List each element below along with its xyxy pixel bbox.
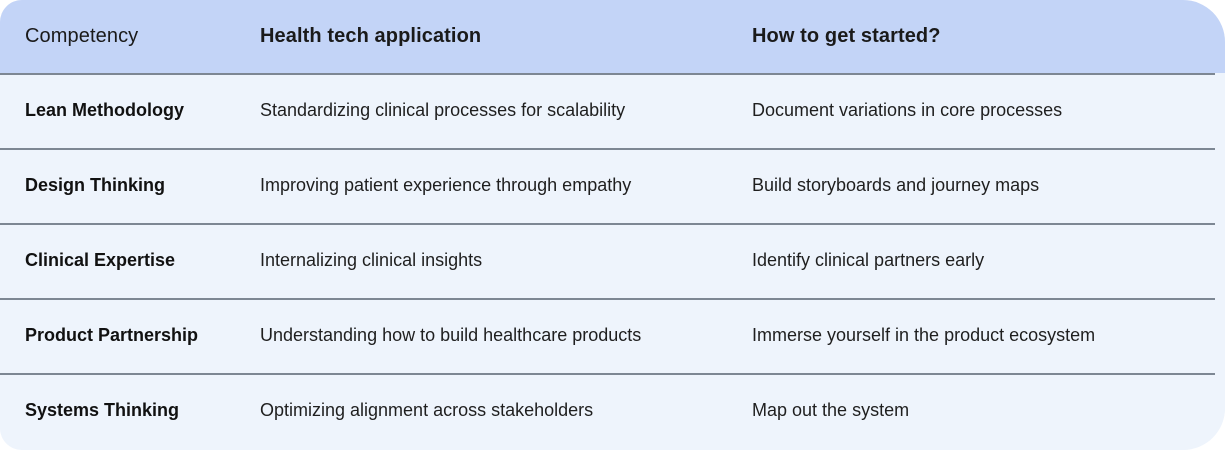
- competency-label: Lean Methodology: [25, 100, 184, 120]
- application-text: Internalizing clinical insights: [260, 250, 483, 270]
- table-cell-get-started: Document variations in core processes: [752, 100, 1225, 121]
- competency-label: Systems Thinking: [25, 400, 180, 420]
- table-cell-get-started: Build storyboards and journey maps: [752, 175, 1225, 196]
- table-cell-competency: Product Partnership: [0, 325, 260, 346]
- table-cell-application: Improving patient experience through emp…: [260, 175, 752, 196]
- table-header-label-get-started: How to get started?: [752, 25, 941, 47]
- table-header-cell-competency: Competency: [0, 25, 260, 48]
- application-text: Standardizing clinical processes for sca…: [260, 100, 626, 120]
- competency-label: Clinical Expertise: [25, 250, 176, 270]
- table-cell-competency: Design Thinking: [0, 175, 260, 196]
- get-started-text: Immerse yourself in the product ecosyste…: [752, 325, 1096, 345]
- application-text: Improving patient experience through emp…: [260, 175, 632, 195]
- table-row: Systems Thinking Optimizing alignment ac…: [0, 373, 1225, 448]
- competency-label: Design Thinking: [25, 175, 166, 195]
- table-cell-competency: Clinical Expertise: [0, 250, 260, 271]
- get-started-text: Identify clinical partners early: [752, 250, 985, 270]
- table-cell-competency: Lean Methodology: [0, 100, 260, 121]
- table-row: Product Partnership Understanding how to…: [0, 298, 1225, 373]
- application-text: Optimizing alignment across stakeholders: [260, 400, 594, 420]
- table-cell-get-started: Map out the system: [752, 400, 1225, 421]
- table-cell-application: Optimizing alignment across stakeholders: [260, 400, 752, 421]
- table-row: Clinical Expertise Internalizing clinica…: [0, 223, 1225, 298]
- table-cell-application: Standardizing clinical processes for sca…: [260, 100, 752, 121]
- competency-label: Product Partnership: [25, 325, 199, 345]
- table-header-row: Competency Health tech application How t…: [0, 0, 1225, 73]
- table-header-label-competency: Competency: [25, 25, 139, 47]
- table-row: Design Thinking Improving patient experi…: [0, 148, 1225, 223]
- table-cell-application: Internalizing clinical insights: [260, 250, 752, 271]
- get-started-text: Document variations in core processes: [752, 100, 1063, 120]
- table-header-label-application: Health tech application: [260, 25, 482, 47]
- table-header-cell-get-started: How to get started?: [752, 25, 1225, 48]
- table-cell-application: Understanding how to build healthcare pr…: [260, 325, 752, 346]
- get-started-text: Map out the system: [752, 400, 910, 420]
- table-row: Lean Methodology Standardizing clinical …: [0, 73, 1225, 148]
- table-cell-get-started: Identify clinical partners early: [752, 250, 1225, 271]
- table-cell-get-started: Immerse yourself in the product ecosyste…: [752, 325, 1225, 346]
- application-text: Understanding how to build healthcare pr…: [260, 325, 642, 345]
- table-body: Lean Methodology Standardizing clinical …: [0, 73, 1225, 448]
- get-started-text: Build storyboards and journey maps: [752, 175, 1040, 195]
- table-cell-competency: Systems Thinking: [0, 400, 260, 421]
- table-header-cell-application: Health tech application: [260, 25, 752, 48]
